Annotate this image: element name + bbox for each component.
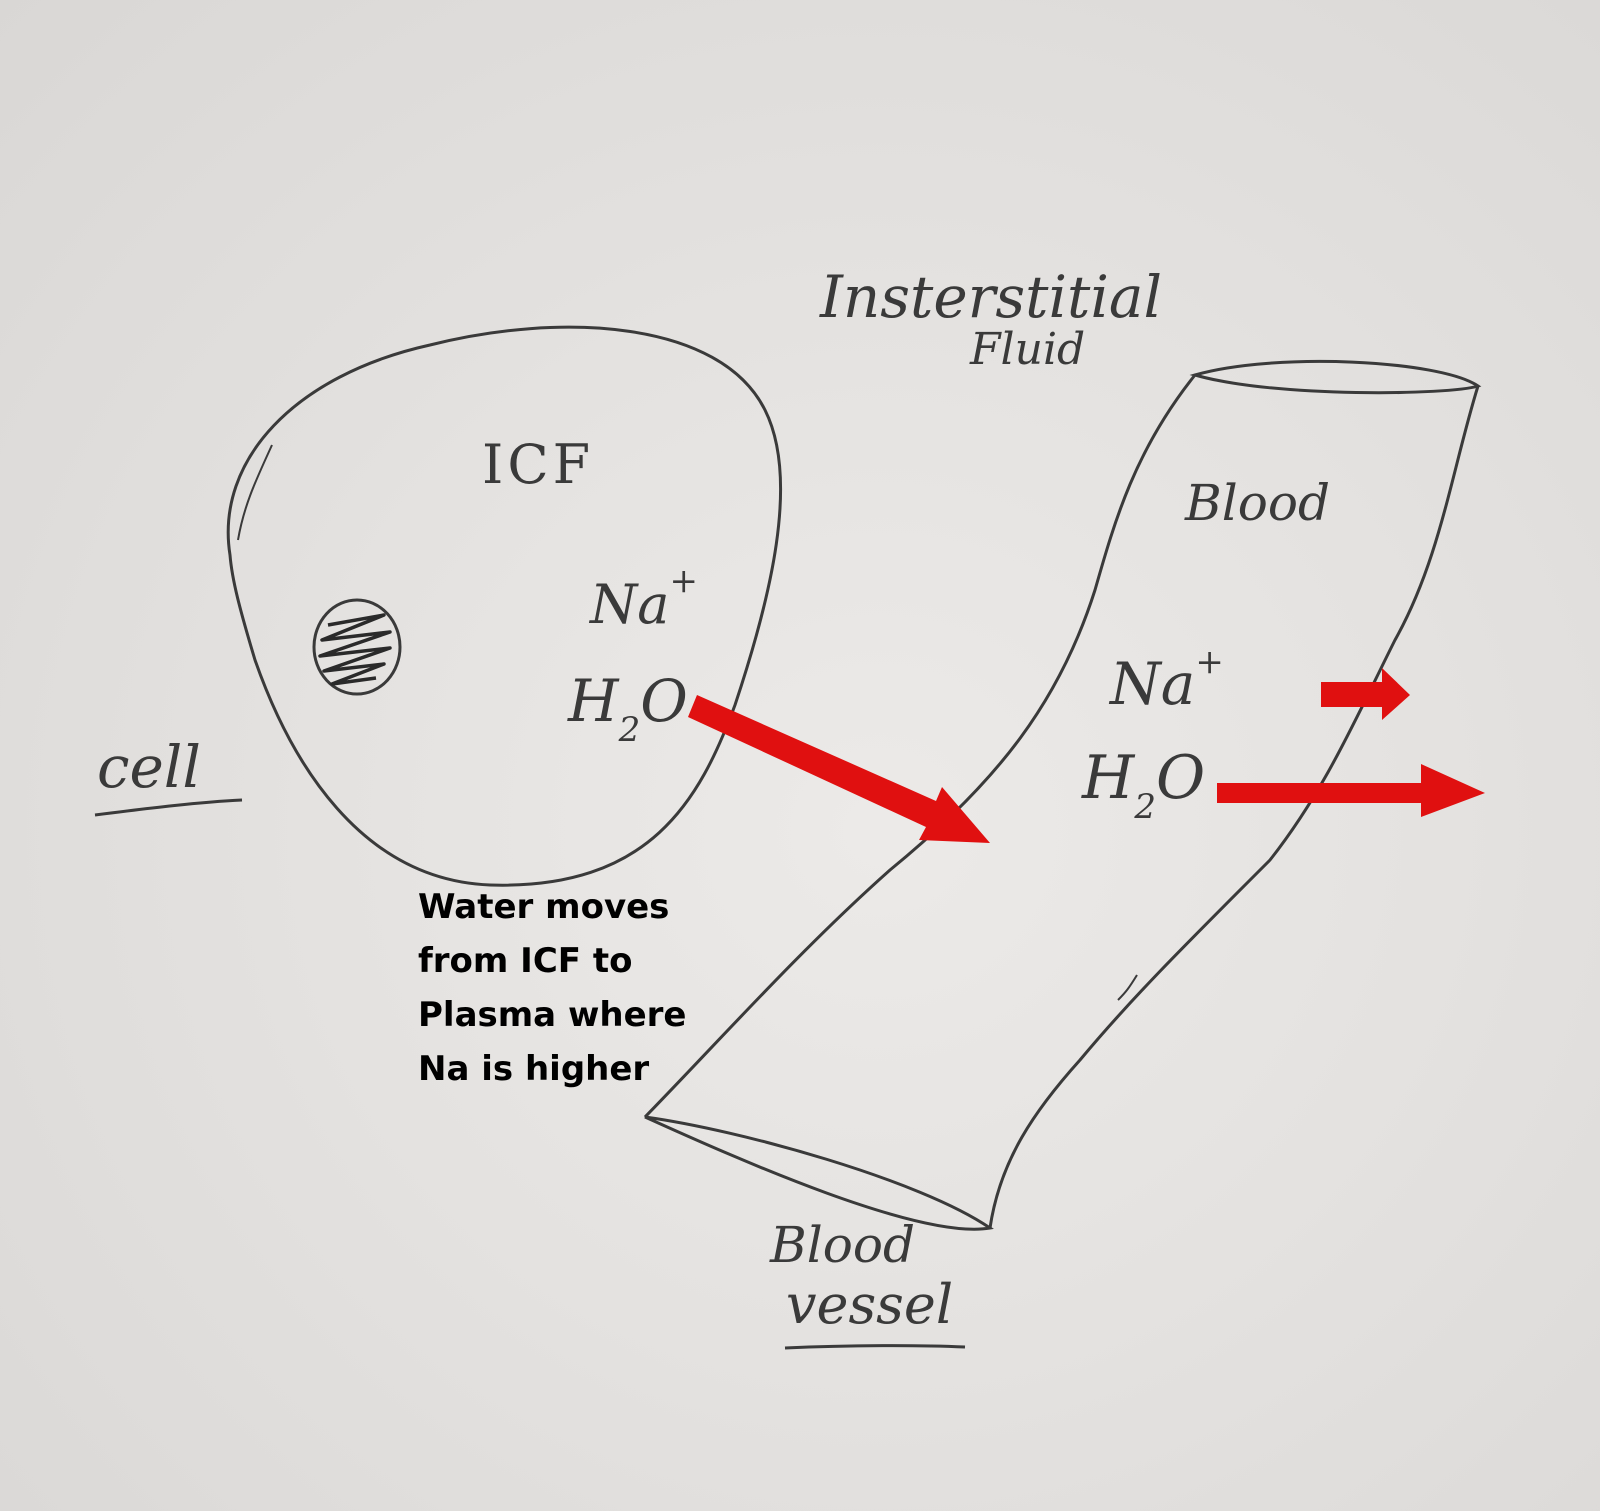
vessel-na-charge: + xyxy=(1195,642,1224,682)
vessel-right-wall xyxy=(988,385,1480,1229)
arrow-icf-to-plasma xyxy=(688,695,990,843)
vessel-h2o-subscript: 2 xyxy=(1134,787,1156,827)
blood-label: Blood xyxy=(1185,474,1330,532)
cell-underline xyxy=(94,798,243,817)
vessel-top-opening xyxy=(1189,359,1482,395)
arrows xyxy=(688,668,1485,843)
caption-line: Plasma where xyxy=(418,995,687,1035)
cell-label: cell xyxy=(97,733,201,801)
arrow-large-right xyxy=(1217,764,1485,817)
cell-membrane-stray-mark xyxy=(237,444,273,541)
blood-vessel-underline xyxy=(784,1344,966,1350)
cell-h2o-label: H2O xyxy=(568,667,688,750)
blood-vessel-line2: vessel xyxy=(786,1273,954,1336)
blood-vessel-line1: Blood xyxy=(770,1216,915,1274)
vessel-left-wall xyxy=(643,374,1197,1119)
cell-h2o-subscript: 2 xyxy=(618,710,641,750)
cell-na-charge: + xyxy=(669,561,698,601)
interstitial-line2: Fluid xyxy=(970,324,1086,375)
caption-line: from ICF to xyxy=(418,941,633,981)
icf-label: ICF xyxy=(482,433,595,496)
caption-line: Na is higher xyxy=(418,1049,650,1089)
blood-vessel-label: Blood vessel xyxy=(770,1220,953,1332)
interstitial-line1: Insterstitial xyxy=(820,263,1162,331)
cell-na-label: Na+ xyxy=(590,561,698,636)
interstitial-fluid-label: Insterstitial Fluid xyxy=(820,268,1162,372)
blood-vessel xyxy=(643,359,1482,1231)
caption-line: Water moves xyxy=(418,887,670,927)
caption-text: Water moves from ICF to Plasma where Na … xyxy=(418,880,718,1096)
arrow-small-right xyxy=(1321,668,1410,720)
nucleus xyxy=(312,598,402,696)
cell-membrane xyxy=(226,325,783,887)
vessel-na-label: Na+ xyxy=(1110,642,1224,718)
vessel-wall-mark xyxy=(1117,974,1138,1001)
vessel-bottom-opening xyxy=(644,1115,994,1231)
underlines xyxy=(94,798,966,1350)
vessel-h2o-label: H2O xyxy=(1082,743,1206,827)
